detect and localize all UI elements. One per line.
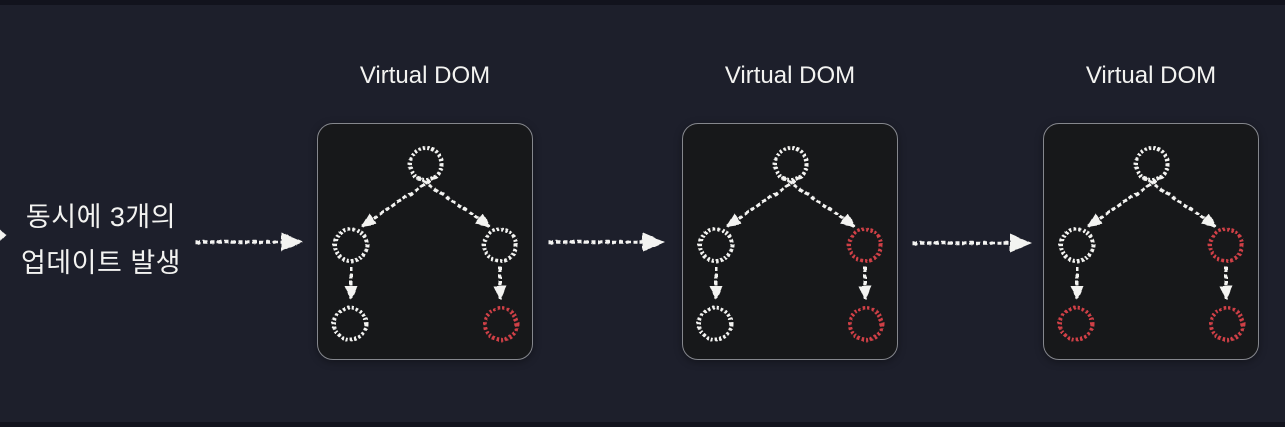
virtual-dom-panel-2: Virtual DOM [682,62,898,362]
tree-node-left-mid-white [698,227,734,263]
tree-node-root-white [773,146,809,182]
letterbox-bottom-bar [0,422,1285,427]
dom-tree-diagram [332,146,519,342]
tree-node-left-leaf-white [697,306,733,342]
annotation-line-2: 업데이트 발생 [20,248,182,278]
tree-node-root-white [1134,146,1170,182]
tree-edge-root-right-icon [1142,175,1217,228]
panel-title: Virtual DOM [359,62,491,89]
tree-node-right-leaf-red [483,306,519,342]
tree-node-right-leaf-red [1209,306,1245,342]
virtual-dom-panel-1: Virtual DOM [317,62,533,362]
tree-node-right-mid-white [482,227,518,263]
tree-node-left-mid-white [1059,227,1095,263]
tree-edge-root-right-icon [416,175,491,228]
tree-edge-root-right-icon [781,175,856,228]
tree-node-left-leaf-red [1058,306,1094,342]
letterbox-top-bar [0,0,1285,5]
tree-edge-root-left-icon [361,175,437,228]
virtual-dom-box [317,123,533,360]
tree-node-left-mid-white [333,227,369,263]
panel-title: Virtual DOM [724,62,856,89]
tree-node-right-mid-red [1208,227,1244,263]
dom-tree-diagram [1058,146,1245,342]
dom-tree-diagram [697,146,884,342]
tree-edge-root-left-icon [1087,175,1163,228]
flow-arrow-icon [549,232,665,252]
virtual-dom-panel-3: Virtual DOM [1043,62,1259,362]
tree-node-right-leaf-red [848,306,884,342]
virtual-dom-box [1043,123,1259,360]
tree-node-left-leaf-white [332,306,368,342]
flow-arrow-icon [196,232,303,252]
tree-edge-root-left-icon [726,175,802,228]
annotation-line-1: 동시에 3개의 [25,202,177,232]
update-annotation: 동시에 3개의 업데이트 발생 [6,194,196,286]
tree-node-right-mid-red [847,227,883,263]
clipped-arrow-fragment-icon [0,229,6,241]
flow-arrow-icon [913,233,1032,253]
virtual-dom-box [682,123,898,360]
panel-title: Virtual DOM [1085,62,1217,89]
tree-node-root-white [408,146,444,182]
